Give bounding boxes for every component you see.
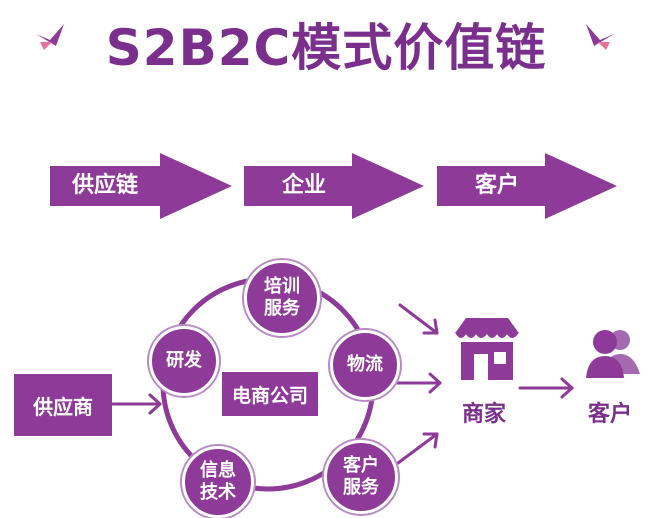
node-customer-service: 客户 服务 [324, 440, 398, 514]
node-info-tech-label: 信息 技术 [200, 460, 236, 503]
chain-label-supply-chain: 供应链 [71, 173, 138, 198]
node-training-label: 培训 服务 [264, 276, 300, 319]
page-title: S2B2C模式价值链 [105, 19, 547, 77]
title-flair-left-icon [36, 24, 64, 50]
node-customer-service-label: 客户 服务 [343, 455, 379, 498]
node-info-tech: 信息 技术 [182, 446, 254, 518]
node-research-label: 研发 [166, 350, 202, 371]
chain-label-customer: 客户 [474, 173, 519, 198]
chain-arrow-3 [437, 153, 617, 219]
hub-label: 电商公司 [231, 384, 308, 407]
merchant-label: 商家 [462, 402, 507, 427]
ecommerce-hub-box: 电商公司 [222, 372, 318, 416]
supplier-box: 供应商 [14, 374, 112, 436]
storefront-icon [455, 318, 519, 380]
title-flair-right-icon [586, 24, 614, 50]
users-icon [586, 330, 640, 378]
chain-arrow-2 [244, 153, 424, 219]
to-merchant-arrow-middle [394, 372, 442, 394]
node-research: 研发 [149, 326, 219, 396]
node-logistics-label: 物流 [347, 354, 383, 375]
customer-label: 客户 [588, 402, 633, 427]
node-logistics: 物流 [330, 330, 400, 400]
merchant-to-customer-arrow [518, 377, 574, 399]
to-merchant-arrow-bottom [396, 432, 439, 465]
chain-arrow-1 [50, 153, 232, 219]
supplier-label: 供应商 [33, 394, 93, 419]
to-merchant-arrow-top [398, 303, 439, 335]
node-training-service: 培训 服务 [244, 260, 320, 336]
chain-label-enterprise: 企业 [281, 173, 326, 198]
supplier-arrow [110, 393, 162, 415]
